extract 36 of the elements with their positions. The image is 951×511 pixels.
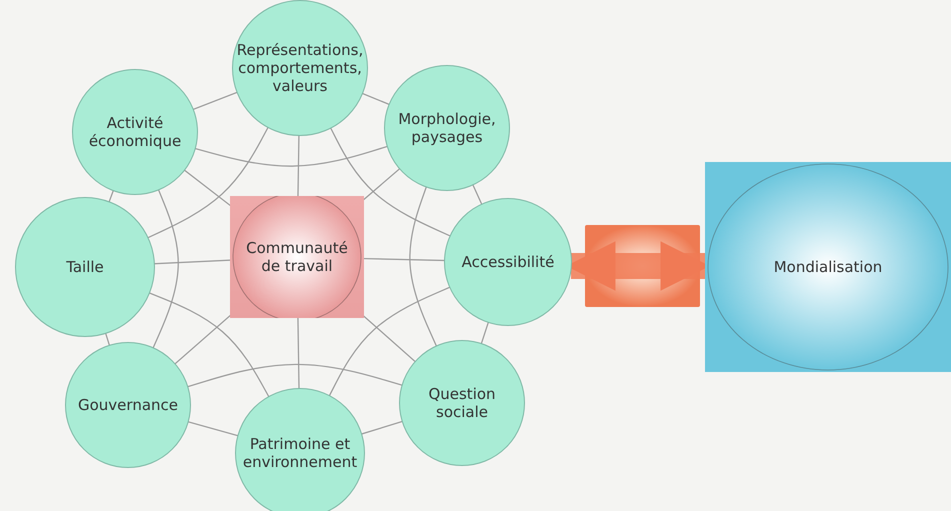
connector-line <box>297 317 300 390</box>
connector-line <box>480 322 490 344</box>
node-label: Mondialisation <box>772 258 884 276</box>
connector-line <box>194 146 388 167</box>
connector-line <box>409 186 438 347</box>
connector-line <box>188 421 239 436</box>
connector-line <box>330 127 451 237</box>
connector-line <box>362 314 416 362</box>
square-box <box>705 162 951 372</box>
node-label: Activité économique <box>88 114 182 150</box>
connector-line <box>174 314 232 365</box>
node-label: Gouvernance <box>77 396 179 414</box>
connector-line <box>362 92 390 106</box>
connector-line <box>360 420 403 435</box>
connector-line <box>472 184 482 205</box>
node-label: Morphologie, paysages <box>397 110 497 146</box>
connector-line <box>362 258 446 262</box>
connector-line <box>328 286 450 396</box>
connector-line <box>192 92 238 110</box>
connector-line <box>152 189 179 348</box>
node-label: Représentations, comportements, valeurs <box>236 41 364 95</box>
connector-line <box>187 364 403 388</box>
connector-line <box>362 168 400 201</box>
connector-line <box>148 292 270 398</box>
node-label: Question sociale <box>427 385 497 421</box>
connector-line <box>104 332 110 346</box>
connector-line <box>154 260 232 264</box>
connector-line <box>184 169 232 207</box>
node-label: Taille <box>65 258 105 276</box>
connector-line <box>108 190 114 202</box>
node-label: Patrimoine et environnement <box>242 435 358 471</box>
square-box <box>230 196 364 318</box>
node-label: Communauté de travail <box>245 239 349 275</box>
node-label: Accessibilité <box>460 253 556 271</box>
connector-line <box>147 126 269 238</box>
connector-line <box>297 134 300 197</box>
